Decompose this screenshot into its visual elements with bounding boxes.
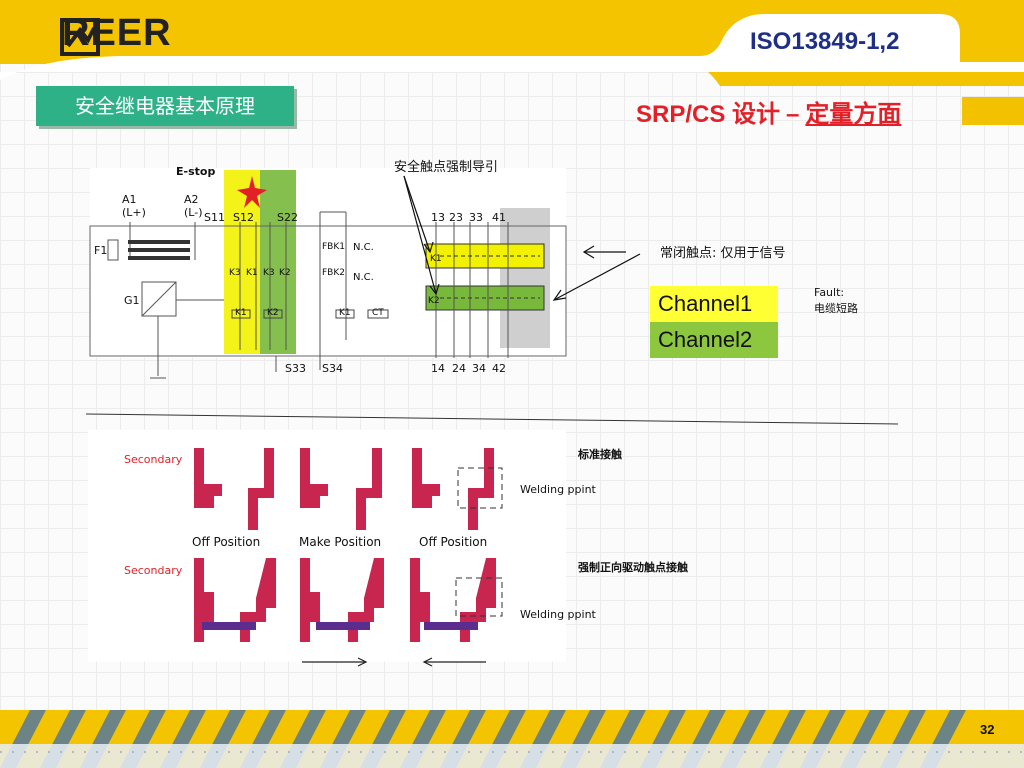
terminal-s33: S33: [285, 362, 306, 375]
terminal-s34: S34: [322, 362, 343, 375]
fault-title: Fault:: [814, 286, 845, 299]
heading-separator: –: [786, 101, 800, 128]
forced-contacts-row: [194, 558, 496, 642]
component-f1: F1: [94, 244, 108, 257]
label-nc-1: N.C.: [353, 242, 374, 253]
output-14: 14: [431, 362, 445, 375]
divider-line: [85, 413, 899, 425]
supply-minus: (L-): [184, 206, 203, 219]
forced-guided-label: 安全触点强制导引: [394, 160, 499, 175]
output-41: 41: [492, 211, 506, 224]
terminal-s12: S12: [233, 211, 254, 224]
secondary-label-1: Secondary: [124, 453, 183, 466]
channel1-box: Channel1: [650, 286, 778, 322]
output-23: 23: [449, 211, 463, 224]
heading-prefix: SRP/CS 设计: [636, 101, 781, 128]
component-fbk2: FBK2: [322, 268, 345, 278]
slide-heading: SRP/CS 设计–定量方面: [636, 94, 901, 129]
output-42: 42: [492, 362, 506, 375]
heading-accent-tab: [962, 97, 1024, 125]
circuit-diagram: [89, 168, 567, 379]
reer-logo-icon: [60, 18, 100, 56]
welding-point-label-1: Welding ppint: [520, 483, 596, 496]
output-34: 34: [472, 362, 486, 375]
position-label-make: Make Position: [299, 535, 382, 549]
supply-plus: (L+): [122, 206, 146, 219]
standard-contact-title: 标准接触: [578, 448, 622, 461]
label-nc-2: N.C.: [353, 272, 374, 283]
brand-logo-text: REER: [62, 12, 172, 54]
motion-arrows: [302, 657, 486, 667]
nc-contact-label: 常闭触点: 仅用于信号: [660, 246, 786, 261]
terminal-a2: A2: [184, 193, 199, 206]
output-24: 24: [452, 362, 466, 375]
section-badge: 安全继电器基本原理: [36, 86, 294, 126]
forced-guided-arrows: [403, 175, 440, 296]
component-k2-a: K2: [279, 268, 291, 278]
estop-star-icon: [237, 176, 267, 208]
component-fbk1: FBK1: [322, 242, 345, 252]
position-label-off-2: Off Position: [419, 535, 488, 549]
component-k3-b: K3: [263, 268, 275, 278]
output-13: 13: [431, 211, 445, 224]
relay-k2-label: K2: [428, 296, 440, 306]
terminal-a1: A1: [122, 193, 137, 206]
estop-label: E-stop: [176, 165, 216, 178]
heading-underlined: 定量方面: [805, 101, 902, 128]
output-33: 33: [469, 211, 483, 224]
position-label-off-1: Off Position: [192, 535, 261, 549]
coil-k2: K2: [267, 308, 279, 318]
terminal-s22: S22: [277, 211, 298, 224]
channel2-box: Channel2: [650, 322, 778, 358]
component-k1-a: K1: [246, 268, 258, 278]
terminal-s11: S11: [204, 211, 225, 224]
welding-point-label-2: Welding ppint: [520, 608, 596, 621]
standard-title: ISO13849-1,2: [750, 28, 900, 55]
forced-contact-title: 强制正向驱动触点接触: [578, 561, 688, 574]
fault-description: 电缆短路: [814, 302, 858, 315]
standard-contacts-row: [194, 448, 494, 530]
header-white-swoosh: [0, 14, 1024, 80]
relay-k1-label: K1: [430, 254, 442, 264]
coil-k1: K1: [235, 308, 247, 318]
component-ct: CT: [372, 308, 384, 318]
component-g1: G1: [124, 294, 140, 307]
component-k3-a: K3: [229, 268, 241, 278]
page-number: 32: [980, 722, 995, 737]
coil-k1-b: K1: [339, 308, 351, 318]
nc-contact-arrows: [552, 245, 641, 301]
secondary-label-2: Secondary: [124, 564, 183, 577]
